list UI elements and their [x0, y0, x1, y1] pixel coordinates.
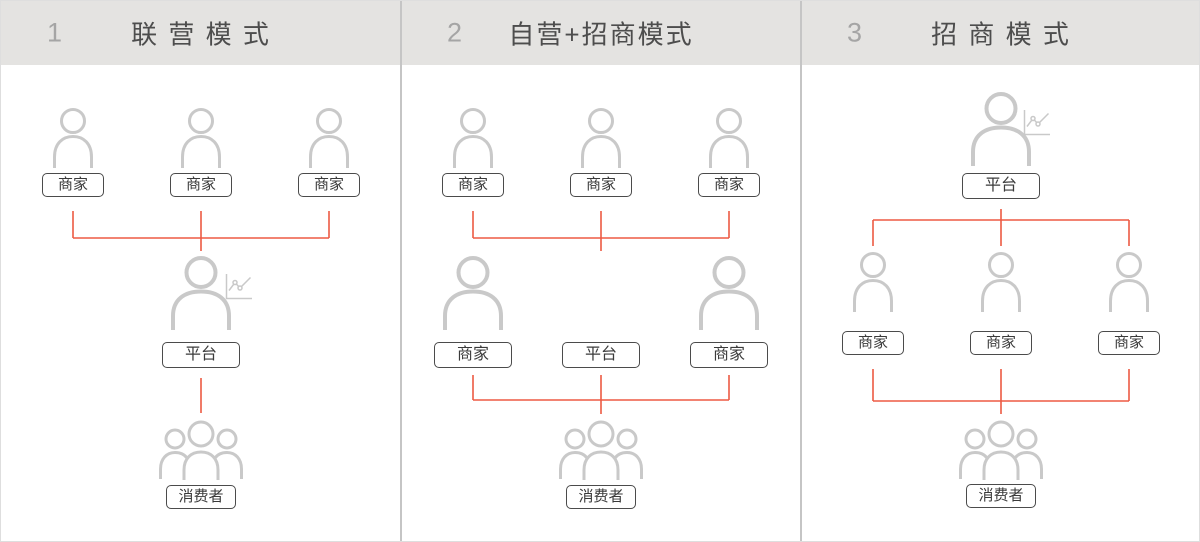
- panel-divider: [400, 1, 402, 541]
- consumer-label: 消费者: [566, 485, 636, 509]
- platform-label: 平台: [962, 173, 1040, 199]
- merchant-person-icon: [53, 108, 93, 169]
- merchant-person-icon: [581, 108, 621, 169]
- panel-title: 招 商 模 式: [931, 19, 1071, 50]
- trend-chart-icon: [1023, 109, 1051, 136]
- merchant-label: 商家: [842, 331, 904, 355]
- merchant-label: 商家: [298, 173, 360, 197]
- merchant-label: 商家: [570, 173, 632, 197]
- merchant-person-large-icon: [443, 256, 503, 331]
- merchant-label: 商家: [690, 342, 768, 368]
- panel-body: 商家 商家 商家 商家 平台 商家 消费者: [401, 1, 801, 541]
- panel-divider: [800, 1, 802, 541]
- merchant-label: 商家: [442, 173, 504, 197]
- panel-title: 自营+招商模式: [508, 19, 694, 50]
- panel-number: 2: [447, 17, 463, 48]
- panel-merchant-investment-model: 3 招 商 模 式 平台 商家 商家 商家: [801, 1, 1199, 541]
- connector-wires: [72, 211, 330, 413]
- panel-header: 1 联 营 模 式: [1, 1, 401, 65]
- consumer-label: 消费者: [966, 484, 1036, 508]
- panel-header: 3 招 商 模 式: [801, 1, 1199, 65]
- merchant-person-icon: [453, 108, 493, 169]
- merchant-label: 商家: [970, 331, 1032, 355]
- consumers-group-icon: [159, 420, 243, 481]
- panel-number: 3: [847, 17, 863, 48]
- merchant-label: 商家: [698, 173, 760, 197]
- merchant-label: 商家: [42, 173, 104, 197]
- panel-header: 2 自营+招商模式: [401, 1, 801, 65]
- merchant-person-icon: [1109, 252, 1149, 313]
- merchant-person-icon: [981, 252, 1021, 313]
- merchant-person-icon: [709, 108, 749, 169]
- connector-wires: [872, 209, 1130, 414]
- merchant-person-icon: [853, 252, 893, 313]
- panel-number: 1: [47, 17, 63, 48]
- merchant-person-large-icon: [699, 256, 759, 331]
- panel-body: 平台 商家 商家 商家 消费者: [801, 1, 1199, 541]
- merchant-person-icon: [181, 108, 221, 169]
- merchant-label: 商家: [1098, 331, 1160, 355]
- consumer-label: 消费者: [166, 485, 236, 509]
- platform-label: 平台: [562, 342, 640, 368]
- platform-label: 平台: [162, 342, 240, 368]
- merchant-label: 商家: [434, 342, 512, 368]
- panel-body: 商家 商家 商家 平台 消费者: [1, 1, 401, 541]
- panel-title: 联 营 模 式: [131, 19, 271, 50]
- connector-wires: [472, 211, 730, 414]
- merchant-person-icon: [309, 108, 349, 169]
- consumers-group-icon: [959, 420, 1043, 481]
- consumers-group-icon: [559, 420, 643, 481]
- panel-self-operated-plus-investment-model: 2 自营+招商模式 商家 商家 商家 商家 平台: [401, 1, 801, 541]
- panel-joint-operation-model: 1 联 营 模 式 商家 商家 商家 平台 消费者: [1, 1, 401, 541]
- trend-chart-icon: [225, 273, 253, 300]
- merchant-label: 商家: [170, 173, 232, 197]
